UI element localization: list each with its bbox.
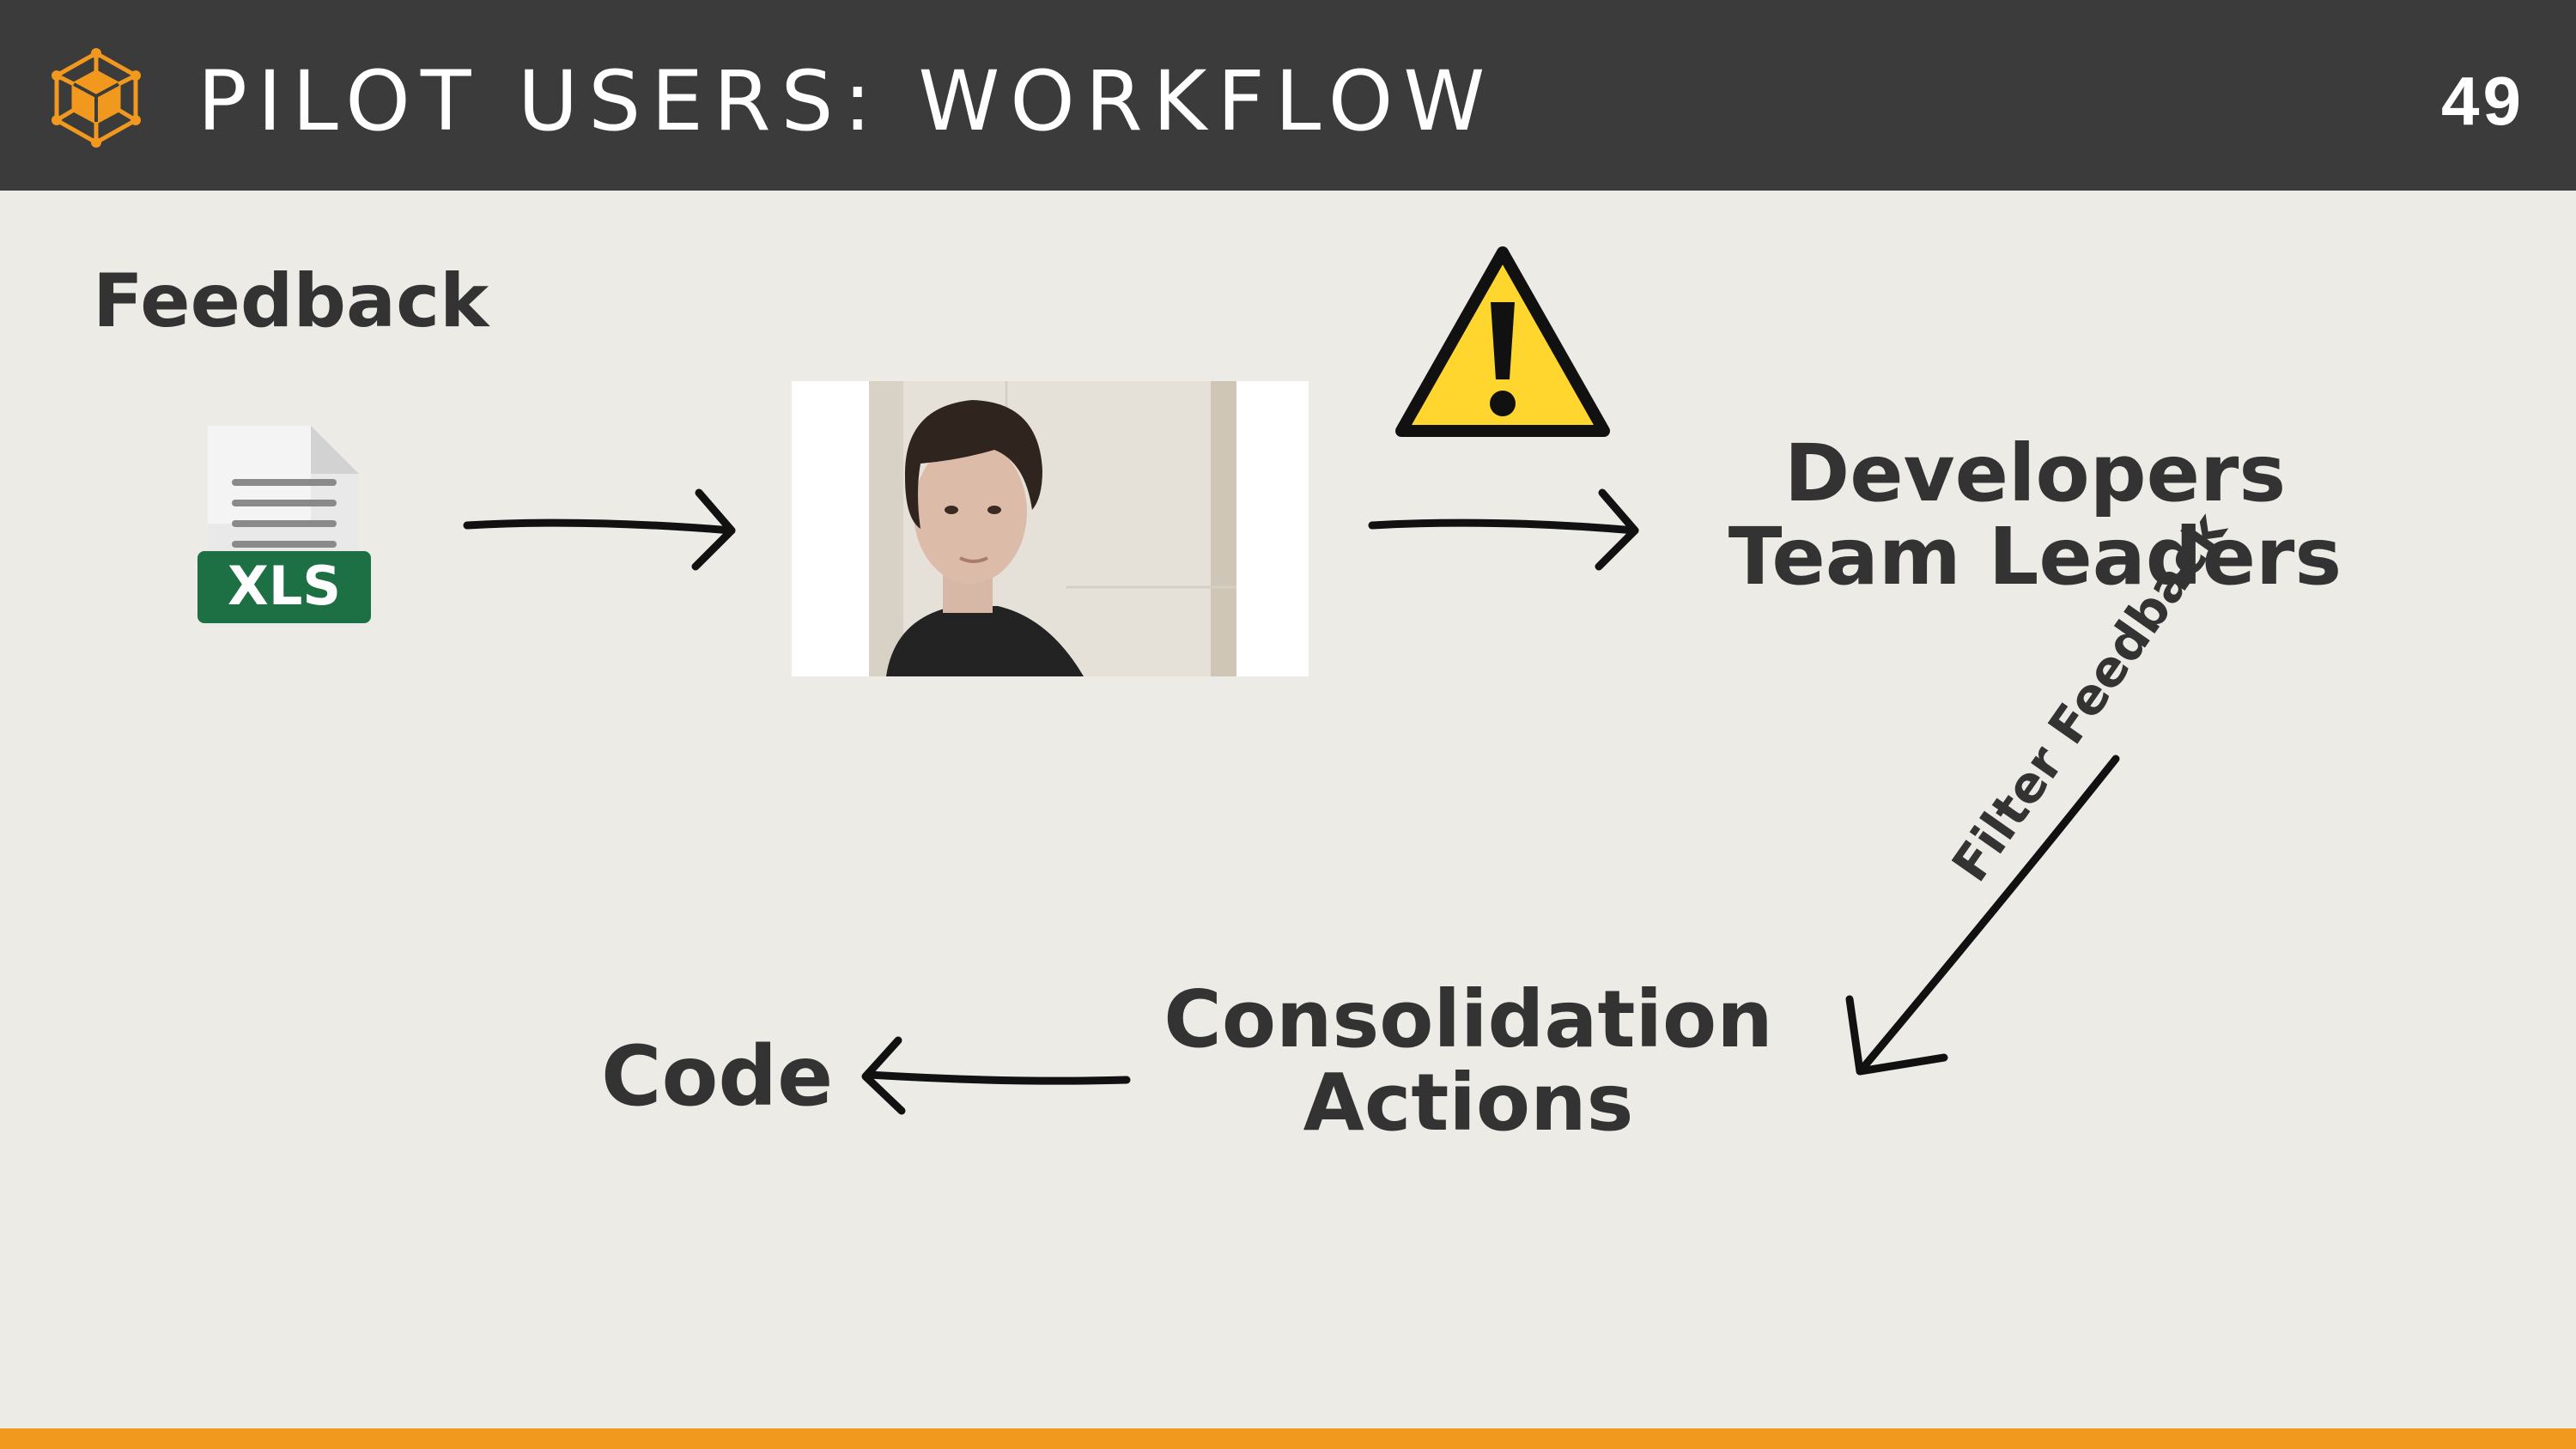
node-consolidation-line1: Consolidation (1163, 973, 1773, 1065)
node-code: Code (601, 1028, 834, 1125)
header-bar: PILOT USERS: WORKFLOW 49 (0, 0, 2576, 191)
hex-cube-logo-icon (52, 48, 141, 148)
feedback-label: Feedback (93, 258, 489, 344)
xls-badge-text: XLS (228, 555, 341, 617)
warning-triangle-icon (1395, 246, 1610, 437)
node-consolidation-line2: Actions (1303, 1056, 1634, 1149)
accent-bottom-bar (0, 1428, 2576, 1449)
xls-file-icon: XLS (197, 426, 371, 627)
node-consolidation-actions: Consolidation Actions (1151, 973, 1786, 1149)
arrow-xls-to-photo (463, 488, 736, 571)
node-developers-team-leaders: Developers Team Leaders (1709, 427, 2361, 603)
page-number: 49 (2441, 63, 2524, 139)
arrow-consolidation-to-code (861, 1036, 1131, 1115)
arrow-photo-to-developers (1368, 488, 1639, 571)
node-developers-line2: Team Leaders (1728, 510, 2342, 603)
slide-title: PILOT USERS: WORKFLOW (197, 53, 1496, 149)
node-developers-line1: Developers (1783, 427, 2287, 519)
person-photo (792, 381, 1309, 676)
